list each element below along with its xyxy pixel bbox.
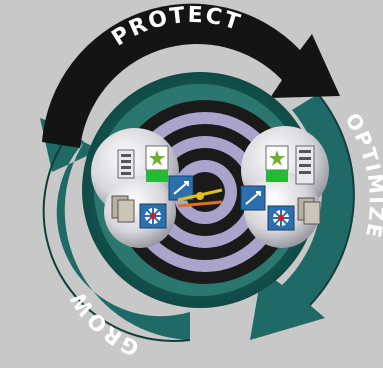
router-star-icon — [145, 145, 169, 182]
file-stack-icon — [297, 197, 321, 225]
optimize-arrow — [250, 93, 355, 340]
switch-icon — [240, 185, 266, 211]
protect-arrow — [42, 3, 340, 149]
server-rack-icon — [117, 149, 135, 179]
router-star-icon — [265, 145, 289, 182]
link-arrow-icon — [177, 188, 223, 208]
right-network-cluster — [240, 126, 329, 248]
file-stack-icon — [111, 195, 135, 223]
server-rack-icon — [295, 145, 315, 185]
hub-star-icon — [139, 203, 167, 229]
left-network-cluster — [91, 128, 194, 248]
hub-star-icon — [267, 205, 295, 231]
